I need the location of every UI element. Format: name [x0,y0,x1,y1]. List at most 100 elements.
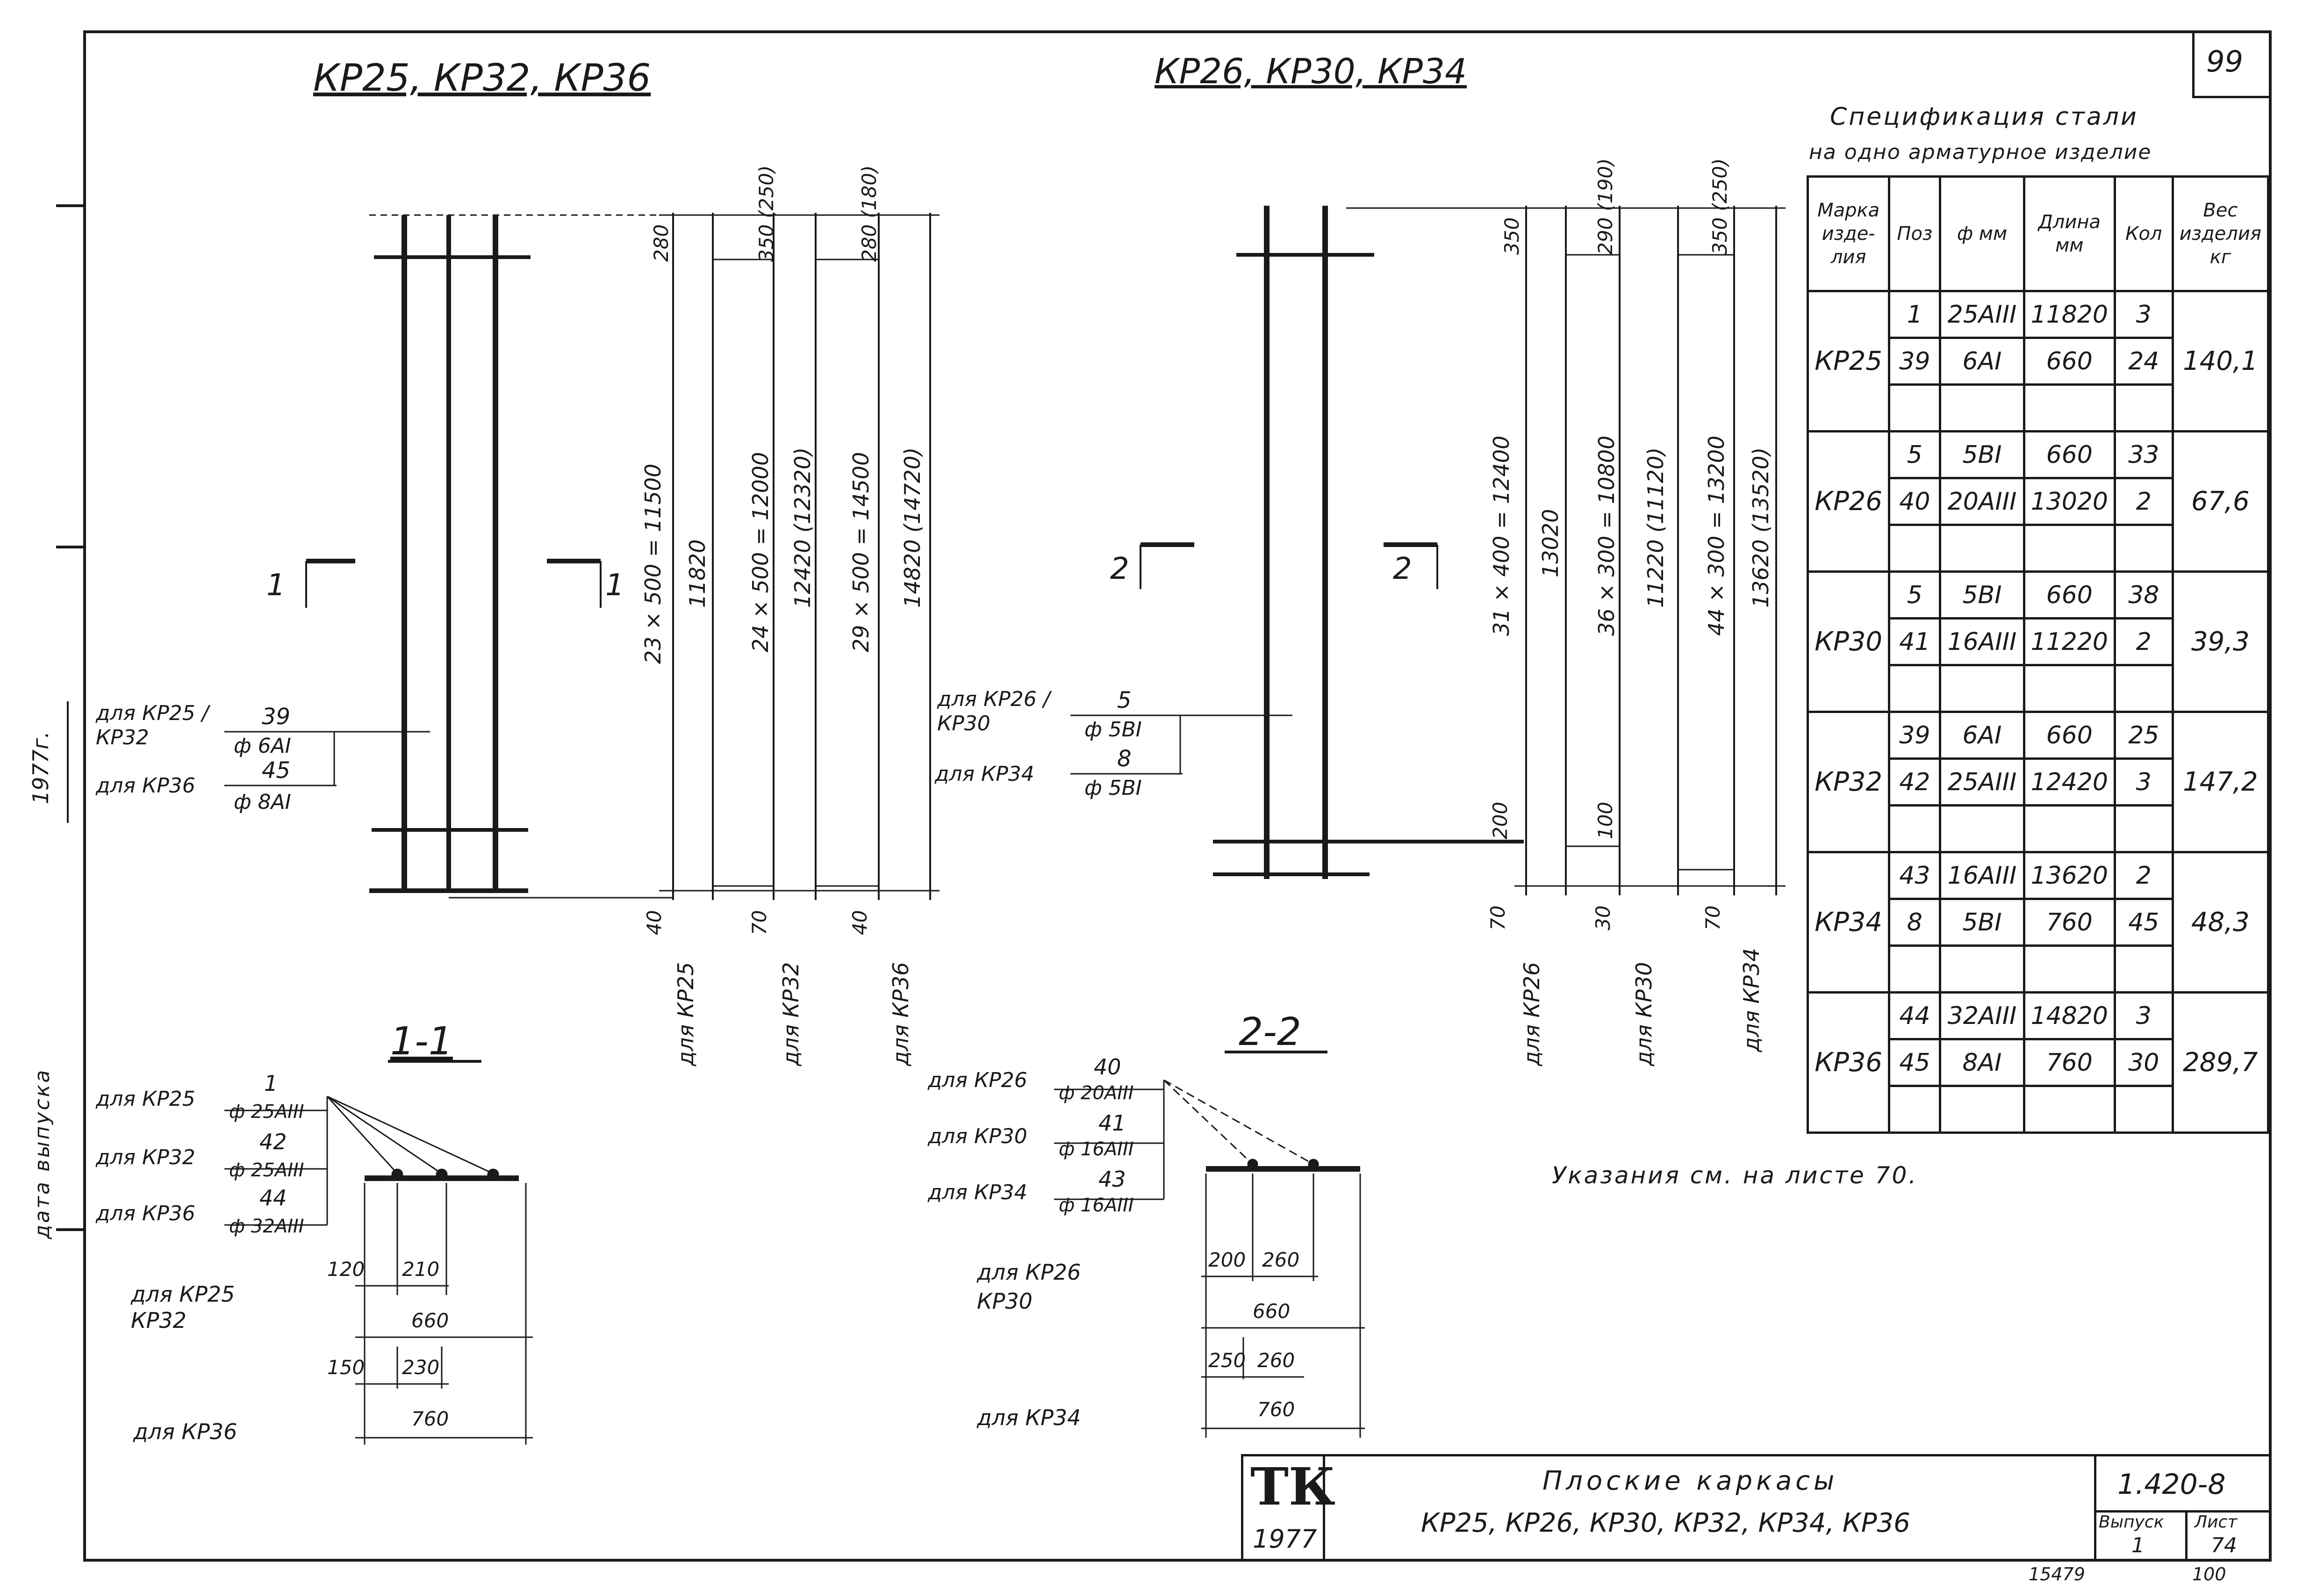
section2-dim-b1: 250 [1208,1349,1246,1372]
spec-length: 11820 [2023,290,2116,339]
spec-length: 660 [2023,430,2116,479]
spec-header-weight: Вес изделия кг [2171,175,2270,292]
section1-dim-b2: 230 [402,1356,440,1379]
spec-header-mark: Марка изде- лия [1806,175,1891,292]
spec-count [2113,1085,2174,1134]
right-section-mark-b: 2 [1393,552,1412,586]
tk-logo: ТК [1250,1456,1335,1517]
spec-row [1808,383,2268,432]
spec-header-count: Кол [2113,175,2174,292]
left-bottom-dim-1: 40 [643,910,666,935]
spec-diam [1939,804,2025,853]
left-top-dim-1: 280 [650,224,673,262]
right-bottom-dim-2: 200 [1489,801,1512,839]
spec-count [2113,524,2174,573]
spec-count: 3 [2113,290,2174,339]
section1-label-2: для КР32 [96,1146,195,1169]
right-for-label-3: для КР34 [1739,948,1764,1052]
title-block-logo-cell [1241,1454,1325,1562]
spec-weight: 140,1 [2171,290,2270,432]
section1-label-3: для КР36 [96,1202,195,1225]
title-code: 1.420-8 [2117,1468,2226,1501]
left-callout2-bar: ф 8АI [234,790,291,814]
spec-count: 45 [2113,898,2174,947]
spec-length [2023,1085,2116,1134]
title-line2: КР25, КР26, КР30, КР32, КР34, КР36 [1421,1508,1910,1538]
section2-for-a: для КР26 КР30 [977,1260,1081,1314]
section2-bar-1: ф 20АIII [1059,1082,1134,1104]
spec-diam: 25АIII [1939,290,2025,339]
section1-bar-2: ф 25АIII [229,1160,304,1181]
right-bottom-dim-1: 70 [1486,905,1509,930]
section2-dim-a3: 660 [1253,1300,1291,1323]
spec-count: 2 [2113,477,2174,526]
left-callout1-num: 39 [262,704,291,730]
right-top-dim-1: 350 [1500,217,1523,255]
left-section-mark-b: 1 [605,568,624,603]
right-callout2-num: 8 [1117,746,1132,772]
spec-pos: 39 [1888,337,1942,386]
section1-dim-a2: 210 [402,1258,440,1281]
right-callout2-bar: ф 5ВI [1084,776,1142,800]
spec-diam [1939,1085,2025,1134]
spec-length: 660 [2023,711,2116,760]
section1-title: 1-1 [390,1019,453,1064]
spec-count [2113,383,2174,432]
section2-label-1: для КР26 [928,1068,1027,1092]
section1-dim-a3: 660 [411,1309,449,1332]
spec-pos [1888,664,1942,713]
left-top-dim-2: 350 (250) [755,165,778,262]
spec-pos [1888,524,1942,573]
title-block-sheet-cell [2185,1510,2272,1562]
spec-pos: 5 [1888,430,1942,479]
spec-pos: 40 [1888,477,1942,526]
right-frame-title: КР26, КР30, КР34 [1155,51,1467,92]
spec-count: 3 [2113,991,2174,1040]
section2-num-2: 41 [1098,1110,1126,1136]
spec-length: 760 [2023,898,2116,947]
spec-pos: 39 [1888,711,1942,760]
right-span-dim-4: 11220 (11120) [1643,447,1668,608]
spec-count [2113,944,2174,994]
title-sheet: 74 [2211,1534,2237,1557]
section1-dim-a1: 120 [327,1258,365,1281]
spec-diam [1939,664,2025,713]
left-for-label-2: для КР32 [778,962,803,1066]
left-callout2-num: 45 [262,757,291,784]
spec-count: 38 [2113,570,2174,620]
spec-length: 13020 [2023,477,2116,526]
section1-label-1: для КР25 [96,1087,195,1111]
sheet-frame [83,30,2272,1562]
spec-row [1808,944,2268,994]
spec-length: 660 [2023,570,2116,620]
spec-length: 13620 [2023,851,2116,900]
left-callout1-bar: ф 6АI [234,734,291,758]
spec-weight: 147,2 [2171,711,2270,853]
spec-weight: 39,3 [2171,570,2270,713]
right-callout1-bar: ф 5ВI [1084,718,1142,742]
spec-pos [1888,383,1942,432]
right-for-label-2: для КР30 [1631,962,1657,1066]
spec-pos: 1 [1888,290,1942,339]
spec-header-length: Длина мм [2023,175,2116,292]
right-for-label-1: для КР26 [1519,962,1544,1066]
spec-diam [1939,944,2025,994]
section2-bar-2: ф 16АIII [1059,1138,1134,1160]
title-issue: 1 [2131,1534,2145,1557]
right-span-dim-1: 31 × 400 = 12400 [1489,435,1514,636]
spec-header-row: Марка изде- лия Поз ф мм Длина мм Кол Ве… [1806,175,2270,292]
spec-count: 3 [2113,757,2174,807]
right-section-mark-a: 2 [1110,552,1129,586]
left-span-dim-1: 23 × 500 = 11500 [640,463,666,664]
section1-dim-b1: 150 [327,1356,365,1379]
